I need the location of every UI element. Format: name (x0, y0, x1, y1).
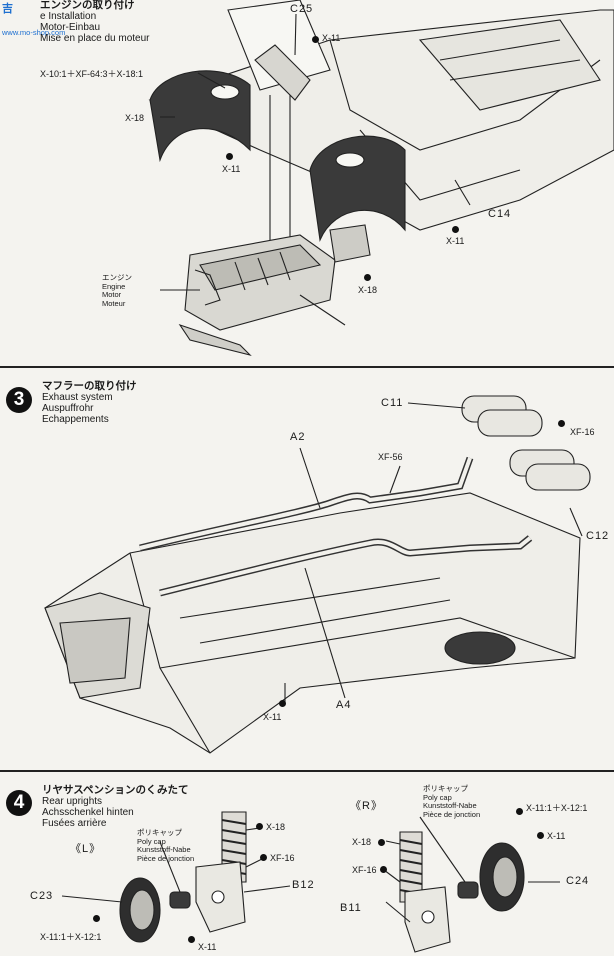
step-rear-uprights: 4 リヤサスペンションのくみたて Rear uprights Achsschen… (0, 772, 614, 956)
watermark-site: www.mo-shop.com (2, 28, 66, 37)
label-x11-right: X-11 (547, 831, 566, 841)
polycap-left-fr: Pièce de jonction (137, 853, 195, 863)
label-paint-mix: X-10:1＋XF-64:3＋X-18:1 (40, 69, 144, 79)
exhaust-illustration (44, 395, 591, 754)
step2-title-en: e Installation (40, 11, 97, 22)
screw-icon (93, 915, 100, 922)
screw-icon (279, 700, 286, 707)
step2-title-fr: Mise en place du moteur (40, 33, 150, 44)
label-c12: C12 (586, 530, 610, 542)
label-x11: X-11 (263, 712, 282, 722)
label-c23: C23 (30, 890, 54, 902)
polycap-label-left: ポリキャップ Poly cap Kunststoff-Nabe Pièce de… (137, 828, 195, 863)
screw-icon (188, 936, 195, 943)
engine-label: エンジン Engine Motor Moteur (102, 273, 132, 308)
label-x11-top: X-11 (322, 33, 341, 43)
label-x18-left: X-18 (125, 113, 145, 123)
label-b12: B12 (292, 879, 315, 891)
screw-icon (256, 823, 263, 830)
screw-icon (558, 420, 565, 427)
step4-title-fr: Fusées arrière (42, 818, 107, 829)
label-a4: A4 (336, 699, 352, 711)
label-xf16-left: XF-16 (270, 853, 295, 863)
step4-title: リヤサスペンションのくみたて Rear uprights Achsschenke… (42, 784, 189, 830)
label-xf56: XF-56 (378, 452, 403, 462)
label-a2: A2 (290, 431, 306, 443)
engine-label-en: Engine (102, 281, 126, 291)
step2-title-de: Motor-Einbau (40, 22, 101, 33)
screw-icon (380, 866, 387, 873)
engine-label-de: Motor (102, 290, 122, 299)
label-mix-left: X-11:1＋X-12:1 (40, 932, 102, 942)
engine-installation-illustration (148, 0, 614, 357)
label-b11: B11 (340, 902, 362, 914)
label-c24: C24 (566, 875, 590, 887)
step3-title-fr: Echappements (42, 414, 109, 425)
step-engine-installation: エンジンの取り付け e Installation Motor-Einbau Mi… (0, 0, 614, 366)
label-x18-left: X-18 (266, 822, 286, 832)
label-mix-right: X-11:1＋X-12:1 (526, 803, 588, 813)
screw-icon (378, 839, 385, 846)
label-x11-left: X-11 (222, 164, 241, 174)
step3-title-en: Exhaust system (42, 392, 113, 403)
divider (0, 770, 614, 772)
label-x18-right: X-18 (352, 837, 372, 847)
step3-title-de: Auspuffrohr (42, 403, 94, 414)
watermark-mark: 吉 (2, 3, 13, 15)
polycap-right-fr: Pièce de jonction (423, 809, 481, 819)
screw-icon (312, 36, 319, 43)
step2-title-jp: エンジンの取り付け (40, 0, 135, 11)
marker-right: 《R》 (350, 800, 383, 812)
screw-icon (537, 832, 544, 839)
step2-title: エンジンの取り付け e Installation Motor-Einbau Mi… (40, 0, 150, 44)
polycap-label-right: ポリキャップ Poly cap Kunststoff-Nabe Pièce de… (423, 784, 481, 819)
polycap-right-jp: ポリキャップ (423, 784, 468, 793)
step4-title-de: Achsschenkel hinten (42, 807, 134, 818)
label-c25: C25 (290, 3, 314, 15)
step4-title-jp: リヤサスペンションのくみたて (42, 784, 189, 796)
engine-label-fr: Moteur (102, 298, 126, 308)
label-xf16-right: XF-16 (352, 865, 377, 875)
label-c14: C14 (488, 208, 512, 220)
label-x18-bottom: X-18 (358, 285, 378, 295)
screw-icon (364, 274, 371, 281)
marker-left: 《L》 (70, 843, 102, 855)
label-x11-right: X-11 (446, 236, 465, 246)
label-c11: C11 (381, 397, 404, 409)
rear-uprights-illustration (61, 811, 560, 953)
screw-icon (226, 153, 233, 160)
screw-icon (452, 226, 459, 233)
label-xf16: XF-16 (570, 427, 595, 437)
engine-label-jp: エンジン (102, 273, 132, 282)
step3-title-jp: マフラーの取り付け (42, 380, 137, 392)
divider (0, 366, 614, 368)
label-x11-left: X-11 (198, 942, 217, 952)
step3-title: マフラーの取り付け Exhaust system Auspuffrohr Ech… (42, 380, 137, 426)
step-exhaust-system: 3 マフラーの取り付け Exhaust system Auspuffrohr E… (0, 368, 614, 770)
screw-icon (516, 808, 523, 815)
polycap-left-en: Poly cap (137, 836, 166, 846)
step-number-badge: 3 (6, 387, 32, 413)
step-number-badge: 4 (6, 790, 32, 816)
screw-icon (260, 854, 267, 861)
step4-title-en: Rear uprights (42, 796, 103, 807)
polycap-right-en: Poly cap (423, 792, 452, 802)
polycap-right-de: Kunststoff-Nabe (423, 801, 477, 810)
polycap-left-jp: ポリキャップ (137, 828, 182, 837)
polycap-left-de: Kunststoff-Nabe (137, 845, 191, 854)
